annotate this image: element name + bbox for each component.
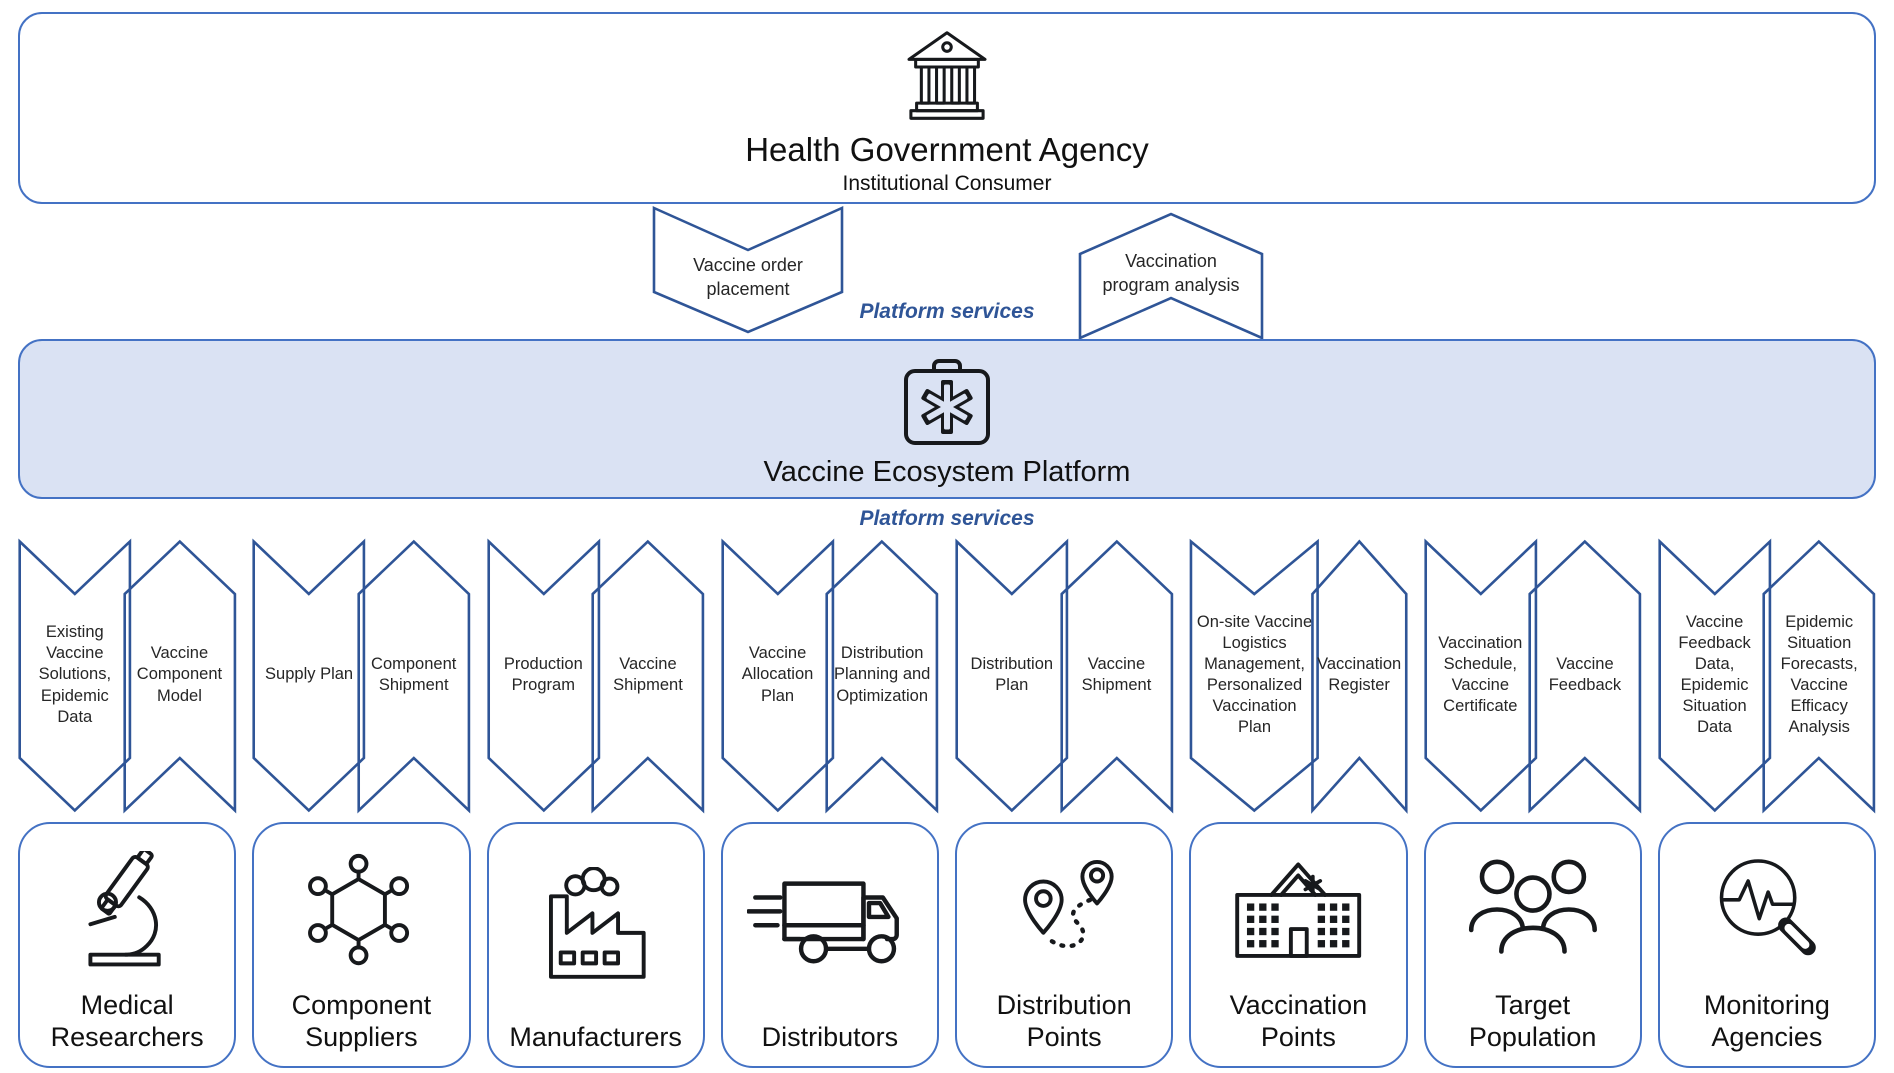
flow-group-medical-researchers: Existing Vaccine Solutions, Epidemic Dat…: [18, 540, 236, 812]
vaccination-analysis-label: Vaccination program analysis: [1102, 250, 1240, 295]
down-chevron: On-site Vaccine Logistics Management, Pe…: [1189, 540, 1320, 812]
vaccine-order-down-chevron: Vaccine order placement: [652, 206, 844, 334]
flow-label: Vaccine Feedback: [1548, 654, 1622, 694]
flow-label: Distribution Planning and Optimization: [834, 644, 931, 705]
up-chevron: Vaccine Component Model: [123, 540, 237, 812]
flow-group-component-suppliers: Supply Plan Component Shipment: [252, 540, 470, 812]
down-chevron: Distribution Plan: [955, 540, 1069, 812]
entity-label: Manufacturers: [509, 1022, 682, 1053]
flow-label: Existing Vaccine Solutions, Epidemic Dat…: [38, 623, 112, 726]
up-chevron-shape: [1078, 212, 1264, 340]
entity-label: Vaccination Points: [1229, 990, 1368, 1053]
down-chevron-shape: [652, 206, 844, 334]
flow-label: Vaccine Shipment: [1081, 654, 1152, 694]
flow-chevron-row: Existing Vaccine Solutions, Epidemic Dat…: [18, 540, 1876, 812]
entity-distribution-points: Distribution Points: [955, 822, 1174, 1068]
vaccine-order-label: Vaccine order placement: [693, 254, 803, 299]
route-pins-icon: [997, 834, 1131, 990]
flow-label: Supply Plan: [265, 665, 354, 684]
government-building-icon: [897, 29, 997, 129]
flow-label: Vaccine Feedback Data, Epidemic Situatio…: [1678, 612, 1751, 737]
entity-manufacturers: Manufacturers: [486, 822, 705, 1068]
flow-group-distribution-points: Distribution Plan Vaccine Shipment: [955, 540, 1173, 812]
hospital-building-icon: [1225, 834, 1371, 990]
flow-group-manufacturers: Production Program Vaccine Shipment: [487, 540, 705, 812]
up-chevron: Distribution Planning and Optimization: [825, 540, 939, 812]
up-chevron: Vaccination Register: [1311, 540, 1408, 812]
entity-label: Component Suppliers: [291, 990, 432, 1053]
molecule-icon: [300, 834, 422, 990]
entity-label: Monitoring Agencies: [1703, 990, 1830, 1053]
flow-label: Epidemic Situation Forecasts, Vaccine Ef…: [1780, 612, 1858, 737]
flow-label: Vaccination Register: [1317, 654, 1402, 694]
down-chevron: Supply Plan: [252, 540, 366, 812]
platform-title: Vaccine Ecosystem Platform: [763, 456, 1131, 488]
flow-label: Vaccine Allocation Plan: [741, 644, 814, 705]
flow-label: Vaccine Shipment: [613, 654, 683, 694]
up-chevron: Epidemic Situation Forecasts, Vaccine Ef…: [1762, 540, 1876, 812]
down-chevron: Vaccination Schedule, Vaccine Certificat…: [1424, 540, 1538, 812]
up-chevron: Vaccine Feedback: [1528, 540, 1642, 812]
entity-label: Distributors: [761, 1022, 899, 1053]
agency-subtitle: Institutional Consumer: [842, 172, 1052, 195]
entity-medical-researchers: Medical Researchers: [18, 822, 237, 1068]
down-chevron: Production Program: [487, 540, 601, 812]
platform-services-label-bottom: Platform services: [859, 507, 1035, 530]
up-chevron: Vaccine Shipment: [1060, 540, 1174, 812]
flow-label: Vaccination Schedule, Vaccine Certificat…: [1438, 633, 1523, 716]
entity-target-population: Target Population: [1423, 822, 1642, 1068]
health-government-agency-box: Health Government Agency Institutional C…: [18, 12, 1876, 204]
flow-group-vaccination-points: On-site Vaccine Logistics Management, Pe…: [1189, 540, 1407, 812]
flow-label: Production Program: [503, 654, 583, 694]
entity-component-suppliers: Component Suppliers: [252, 822, 471, 1068]
down-chevron: Vaccine Feedback Data, Epidemic Situatio…: [1658, 540, 1772, 812]
entity-label: Medical Researchers: [50, 990, 204, 1053]
vaccine-ecosystem-platform-box: Vaccine Ecosystem Platform: [18, 339, 1876, 499]
flow-group-distributors: Vaccine Allocation Plan Distribution Pla…: [721, 540, 939, 812]
platform-services-label-top: Platform services: [859, 300, 1035, 323]
factory-icon: [529, 834, 663, 1022]
ecosystem-participants-row: Medical Researchers Component Supplier: [18, 822, 1876, 1068]
up-chevron: Vaccine Shipment: [591, 540, 705, 812]
entity-label: Distribution Points: [996, 990, 1132, 1053]
entity-distributors: Distributors: [720, 822, 939, 1068]
vaccination-analysis-up-chevron: Vaccination program analysis: [1078, 212, 1264, 340]
people-group-icon: [1454, 834, 1612, 990]
magnifier-pulse-icon: [1706, 834, 1828, 990]
flow-label: Component Shipment: [371, 654, 457, 694]
down-chevron: Existing Vaccine Solutions, Epidemic Dat…: [18, 540, 132, 812]
agency-title: Health Government Agency: [745, 131, 1149, 168]
flow-label: On-site Vaccine Logistics Management, Pe…: [1196, 612, 1313, 737]
delivery-truck-icon: [746, 834, 913, 1022]
entity-monitoring-agencies: Monitoring Agencies: [1657, 822, 1876, 1068]
flow-label: Distribution Plan: [970, 654, 1054, 694]
flow-label: Vaccine Component Model: [136, 644, 223, 705]
entity-label: Target Population: [1468, 990, 1597, 1053]
entity-vaccination-points: Vaccination Points: [1189, 822, 1408, 1068]
flow-group-target-population: Vaccination Schedule, Vaccine Certificat…: [1424, 540, 1642, 812]
down-chevron: Vaccine Allocation Plan: [721, 540, 835, 812]
first-aid-kit-icon: [897, 355, 997, 454]
up-chevron: Component Shipment: [357, 540, 471, 812]
microscope-icon: [66, 834, 188, 990]
flow-group-monitoring-agencies: Vaccine Feedback Data, Epidemic Situatio…: [1658, 540, 1876, 812]
